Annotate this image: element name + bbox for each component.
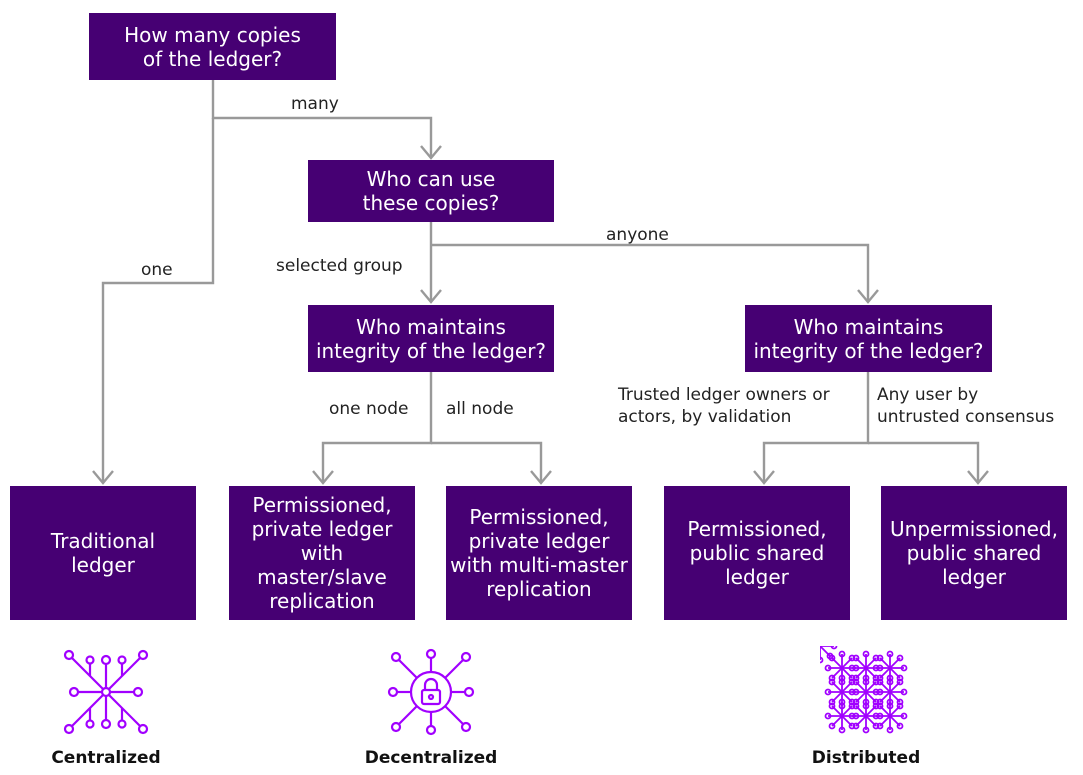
outcome-master-slave-box: Permissioned, private ledger with master… <box>229 486 415 620</box>
edge-one-node <box>321 372 433 483</box>
outcome-multi-master-box: Permissioned, private ledger with multi-… <box>446 486 632 620</box>
outcome-traditional-text: Traditional ledger <box>50 529 156 577</box>
outcome-master-slave-text: Permissioned, private ledger with master… <box>251 493 393 613</box>
edge-label-one: one <box>141 260 173 280</box>
outcome-permissioned-public-box: Permissioned, public shared ledger <box>664 486 850 620</box>
edge-anyone <box>431 243 870 302</box>
question-copies-text: How many copies of the ledger? <box>124 22 301 71</box>
distributed-mesh-icon <box>820 646 908 734</box>
edge-label-any-user: Any user by untrusted consensus <box>877 385 1055 427</box>
outcome-permissioned-public-text: Permissioned, public shared ledger <box>687 517 827 589</box>
centralized-network-icon <box>63 649 149 735</box>
question-integrity-private-text: Who maintains integrity of the ledger? <box>315 314 547 363</box>
outcome-unpermissioned-public-text: Unpermissioned, public shared ledger <box>890 517 1058 589</box>
outcome-multi-master-text: Permissioned, private ledger with multi-… <box>450 505 628 601</box>
question-copies-box: How many copies of the ledger? <box>89 13 336 80</box>
question-integrity-public-text: Who maintains integrity of the ledger? <box>753 314 984 363</box>
edge-label-many: many <box>291 94 339 114</box>
question-integrity-public-box: Who maintains integrity of the ledger? <box>745 305 992 372</box>
edge-any-user <box>868 441 980 483</box>
category-centralized: Centralized <box>51 748 161 768</box>
edge-one <box>101 118 215 483</box>
category-decentralized: Decentralized <box>364 748 498 768</box>
edge-label-all-node: all node <box>446 399 514 419</box>
decentralized-lock-network-icon <box>387 648 475 736</box>
edge-label-anyone: anyone <box>606 225 669 245</box>
outcome-unpermissioned-public-box: Unpermissioned, public shared ledger <box>881 486 1067 620</box>
edge-label-trusted: Trusted ledger owners or actors, by vali… <box>618 385 830 427</box>
outcome-traditional-box: Traditional ledger <box>10 486 196 620</box>
edge-many <box>211 80 433 158</box>
question-users-text: Who can use these copies? <box>362 167 500 215</box>
edge-label-selected-group: selected group <box>276 256 403 276</box>
question-integrity-private-box: Who maintains integrity of the ledger? <box>308 305 554 372</box>
edge-all-node <box>431 441 543 483</box>
category-distributed: Distributed <box>811 748 921 768</box>
edge-trusted <box>762 372 870 483</box>
question-users-box: Who can use these copies? <box>308 160 554 222</box>
edge-label-one-node: one node <box>329 399 409 419</box>
